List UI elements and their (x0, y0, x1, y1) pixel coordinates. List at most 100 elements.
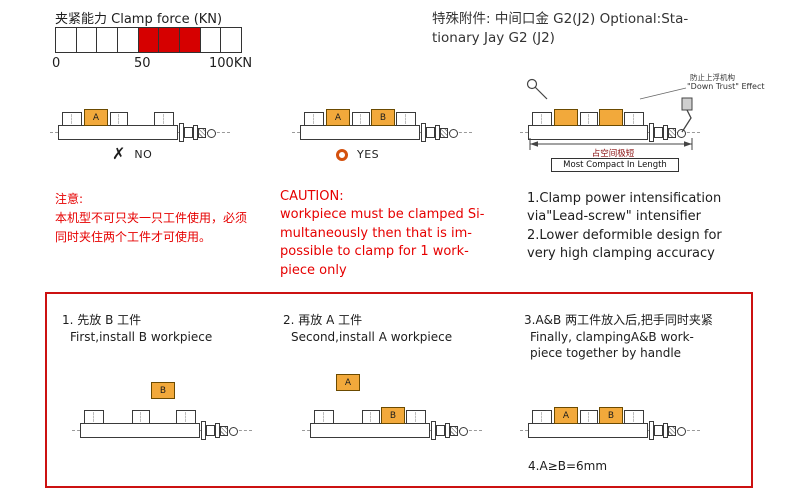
hook-icon (526, 78, 538, 90)
workpiece-b-block: B (599, 407, 623, 424)
vise-flange-2 (445, 423, 450, 438)
scale-cell (138, 28, 160, 52)
scale-cell (118, 28, 139, 52)
scale-cell (76, 28, 98, 52)
caution-en-title: CAUTION: (280, 189, 344, 204)
step2-title-en: Second,install A workpiece (291, 330, 453, 344)
vise-middle-jaw (580, 112, 598, 126)
vise-flange-1 (431, 421, 436, 440)
yes-label: YES (357, 148, 380, 161)
scale-tick-50: 50 (134, 56, 151, 71)
no-label: NO (134, 147, 153, 161)
vise-screw-rod (436, 425, 445, 436)
vise-handle-knob (677, 427, 686, 436)
step1-title-en: First,install B workpiece (70, 330, 213, 344)
clamp-force-title: 夹紧能力 Clamp force (KN) (55, 12, 223, 27)
vise-rear-jaw (154, 112, 174, 126)
workpiece-block-right (599, 109, 623, 126)
scale-cell (159, 28, 181, 52)
step3-title-en: Finally, clampingA&B work- piece togethe… (530, 330, 694, 361)
vise-body (300, 125, 420, 140)
scale-tick-0: 0 (52, 56, 61, 71)
vise-rear-jaw (624, 112, 644, 126)
vise-rear-jaw (406, 410, 426, 424)
vise-screw-nut (668, 426, 676, 436)
vise-flange-2 (435, 125, 440, 140)
vise-flange-1 (649, 123, 654, 142)
vise-diagram-compact (520, 98, 700, 154)
cross-icon: ✗ (112, 144, 126, 163)
vise-flange-2 (193, 125, 198, 140)
vise-handle-knob (449, 129, 458, 138)
vise-body (528, 125, 648, 140)
workpiece-a-block: A (336, 374, 360, 391)
caution-note-en: CAUTION: workpiece must be clamped Si- m… (280, 188, 484, 280)
compact-length-label-cn: 占空间极短 (591, 149, 635, 159)
vise-handle-knob (229, 427, 238, 436)
down-trust-callout-en: "Down Trust" Effect (687, 82, 765, 91)
vise-front-jaw (84, 410, 104, 424)
down-trust-callout-cn: 防止上浮机构 (690, 73, 735, 82)
compact-length-label-en: Most Compact In Length (551, 158, 679, 172)
workpiece-a-block: A (326, 109, 350, 126)
vise-flange-1 (201, 421, 206, 440)
vise-front-jaw (304, 112, 324, 126)
vise-screw-rod (654, 127, 663, 138)
scale-cell (180, 28, 201, 52)
workpiece-a-block: A (554, 407, 578, 424)
vise-handle-knob (459, 427, 468, 436)
scale-cell (56, 28, 77, 52)
vise-middle-jaw (362, 410, 380, 424)
vise-diagram-two-workpieces: A B (292, 98, 472, 154)
step1-title-cn: 1. 先放 B 工件 (62, 313, 142, 327)
vise-handle-knob (207, 129, 216, 138)
vise-front-jaw (532, 112, 552, 126)
caution-note-cn: 注意: 本机型不可只夹一只工件使用，必须 同时夹住两个工件才可使用。 (55, 190, 247, 248)
vise-body (58, 125, 178, 140)
scale-cell (221, 28, 242, 52)
vise-screw-rod (654, 425, 663, 436)
vise-rear-jaw (624, 410, 644, 424)
vise-screw-rod (184, 127, 193, 138)
vise-screw-rod (206, 425, 215, 436)
vise-screw-nut (450, 426, 458, 436)
vise-front-jaw (62, 112, 82, 126)
workpiece-b-block: B (381, 407, 405, 424)
vise-body (80, 423, 200, 438)
vise-handle-knob (677, 129, 686, 138)
vise-diagram-single-workpiece: A (50, 98, 230, 154)
installation-steps-box (45, 292, 753, 488)
yes-indicator: YES (336, 148, 379, 161)
caution-cn-title: 注意: (55, 192, 84, 206)
vise-flange-2 (215, 423, 220, 438)
vise-screw-nut (220, 426, 228, 436)
vise-screw-nut (198, 128, 206, 138)
vise-flange-1 (421, 123, 426, 142)
clamp-force-scale (55, 27, 242, 53)
scale-cell (200, 28, 222, 52)
vise-flange-2 (663, 423, 668, 438)
step3-title-cn: 3.A&B 两工件放入后,把手同时夹紧 (524, 313, 713, 327)
vise-flange-1 (179, 123, 184, 142)
vise-middle-jaw (352, 112, 370, 126)
circle-icon (336, 148, 348, 161)
vise-flange-2 (663, 125, 668, 140)
vise-diagram-step2: A B (302, 374, 482, 452)
vise-front-jaw (532, 410, 552, 424)
vise-middle-jaw (110, 112, 128, 126)
vise-middle-jaw (132, 410, 150, 424)
vise-body (310, 423, 430, 438)
workpiece-b-block: B (371, 109, 395, 126)
vise-rear-jaw (176, 410, 196, 424)
vise-flange-1 (649, 421, 654, 440)
workpiece-block-left (554, 109, 578, 126)
step2-title-cn: 2. 再放 A 工件 (283, 313, 363, 327)
vise-screw-nut (668, 128, 676, 138)
vise-screw-rod (426, 127, 435, 138)
workpiece-b-block: B (151, 382, 175, 399)
scale-cell (97, 28, 119, 52)
size-note: 4.A≥B=6mm (528, 459, 608, 473)
vise-body (528, 423, 648, 438)
vise-diagram-step3: A B (520, 396, 700, 452)
vise-front-jaw (314, 410, 334, 424)
